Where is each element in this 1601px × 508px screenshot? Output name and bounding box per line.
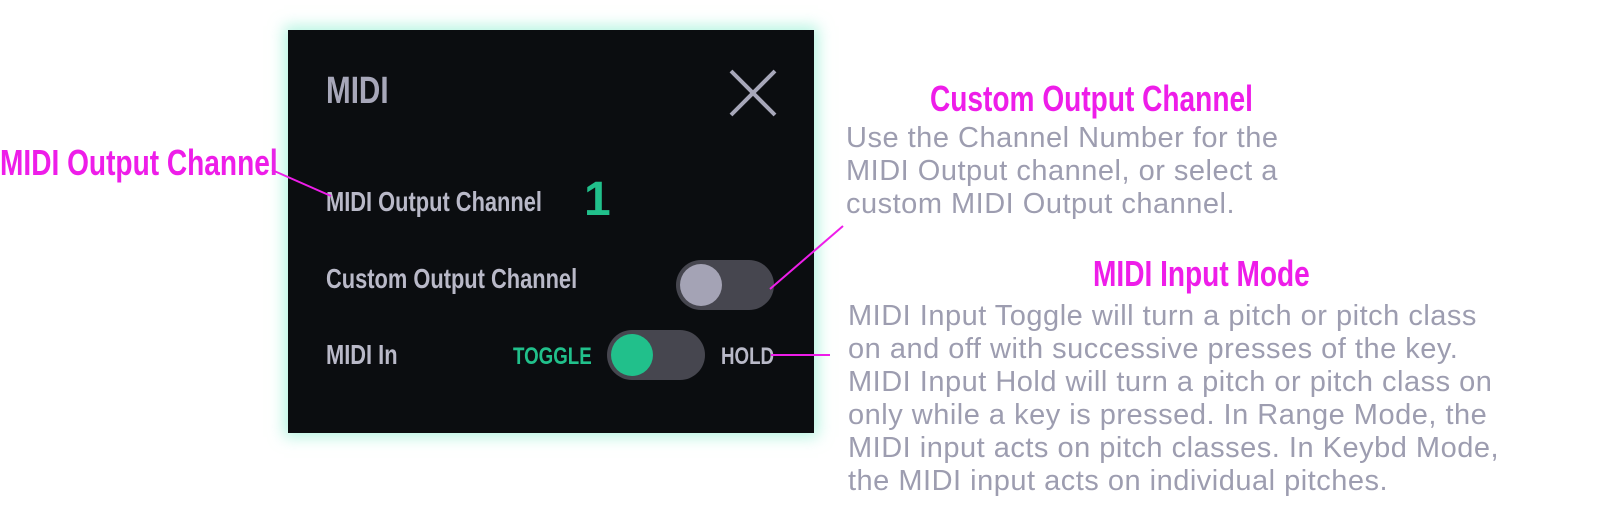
annotation-line: MIDI Input Hold will turn a pitch or pit… — [848, 366, 1493, 398]
annotation-line: only while a key is pressed. In Range Mo… — [848, 399, 1488, 431]
annotation-line: MIDI input acts on pitch classes. In Key… — [848, 432, 1500, 464]
close-button[interactable] — [725, 65, 781, 121]
annotation-line: MIDI Output channel, or select a — [846, 155, 1278, 187]
midi-in-mode-toggle-knob — [611, 334, 653, 376]
midi-settings-dialog: MIDI MIDI Output Channel 1 Custom Output… — [288, 30, 814, 433]
annotation-custom-output-title: Custom Output Channel — [930, 78, 1253, 119]
annotation-custom-output-body: Use the Channel Number for the MIDI Outp… — [846, 122, 1279, 221]
annotation-line: the MIDI input acts on individual pitche… — [848, 465, 1389, 497]
midi-in-mode-toggle[interactable] — [607, 330, 705, 380]
annotation-output-channel-title: MIDI Output Channel — [0, 142, 278, 183]
midi-in-label: MIDI In — [326, 339, 398, 370]
custom-output-toggle-knob — [680, 264, 722, 306]
annotation-line: Use the Channel Number for the — [846, 122, 1279, 154]
midi-in-toggle-option[interactable]: TOGGLE — [513, 343, 592, 370]
annotation-line: custom MIDI Output channel. — [846, 188, 1236, 220]
custom-output-label: Custom Output Channel — [326, 263, 578, 294]
dialog-title: MIDI — [326, 70, 389, 112]
annotation-line: MIDI Input Toggle will turn a pitch or p… — [848, 300, 1477, 332]
close-icon — [729, 69, 777, 117]
annotation-input-mode-body: MIDI Input Toggle will turn a pitch or p… — [848, 300, 1499, 498]
midi-in-hold-option[interactable]: HOLD — [721, 343, 775, 370]
output-channel-label: MIDI Output Channel — [326, 186, 542, 217]
output-channel-value[interactable]: 1 — [584, 173, 611, 226]
custom-output-toggle[interactable] — [676, 260, 774, 310]
annotation-line: on and off with successive presses of th… — [848, 333, 1459, 365]
annotation-input-mode-title: MIDI Input Mode — [1093, 253, 1310, 294]
